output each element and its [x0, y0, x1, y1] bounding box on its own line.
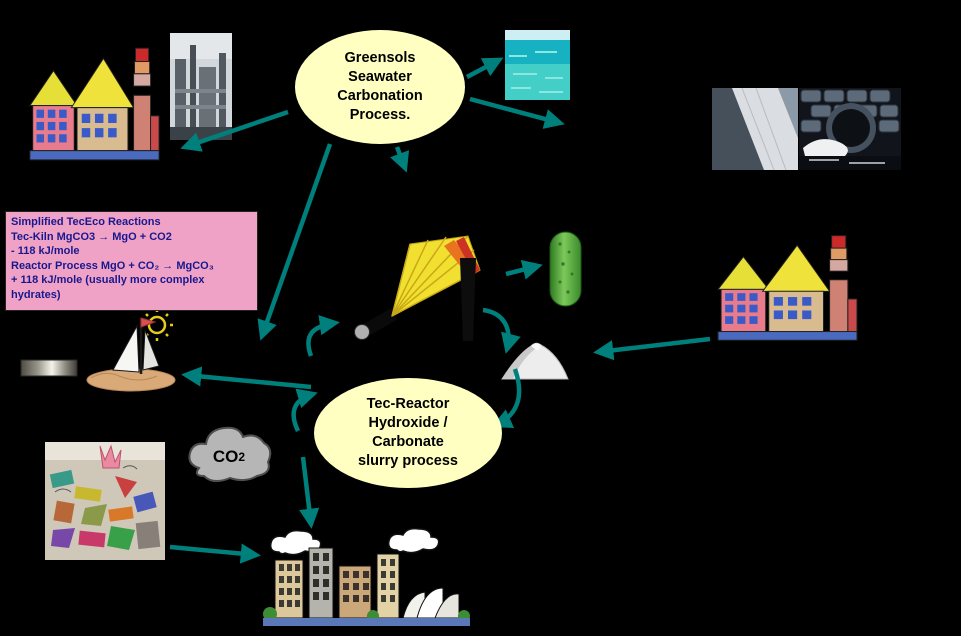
sailboat-illustration [85, 308, 180, 395]
powder-pile-illustration [500, 336, 570, 380]
tec-kiln-illustration [350, 228, 500, 345]
arrow-process-to-outfall [469, 96, 565, 129]
factory-left-illustration [28, 40, 160, 165]
arrow-factory-to-powder [593, 336, 711, 361]
node-label-line: Seawater [348, 69, 412, 86]
co2-text: CO [212, 446, 239, 466]
node-label-line: Hydroxide / [368, 415, 448, 432]
node-label-line: Carbonate [372, 434, 444, 450]
note-line: - 118 kJ/mole [11, 245, 80, 258]
co2-subscript: 2 [238, 449, 246, 464]
green-capsule-illustration [545, 230, 586, 308]
note-line: Reactor Process MgO + CO₂ → MgCO₃ [11, 259, 214, 272]
metal-ingot-illustration [20, 356, 78, 380]
factory-right-illustration [716, 228, 858, 345]
arrow-process-to-reactor-zone [257, 143, 333, 341]
arrow-reactor-to-cycle [291, 388, 318, 432]
tec-reactor-process-node: Tec-Reactor Hydroxide / Carbonate slurry… [314, 378, 502, 488]
reactions-note: Simplified TecEco Reactions Tec-Kiln MgC… [5, 211, 258, 311]
industrial-plant-photo [170, 33, 232, 140]
note-line: hydrates) [11, 288, 61, 301]
node-label-line: slurry process [358, 452, 458, 469]
tunnel-outfall-photo [799, 88, 901, 170]
node-label-line: Carbonation [337, 88, 423, 104]
dam-spillway-photo [712, 88, 798, 170]
arrow-kiln-to-capsule [505, 259, 543, 280]
note-line: Simplified TecEco Reactions [11, 216, 161, 228]
arrow-reactor-to-city [299, 456, 320, 529]
landfill-waste-illustration [45, 442, 165, 560]
arrow-process-to-kiln [390, 146, 410, 173]
arrow-cycle-left-up [306, 315, 340, 357]
note-line: + 118 kJ/mole (usually more complex [11, 274, 205, 287]
arrow-process-to-seawater [465, 57, 504, 79]
node-label-line: Process. [349, 106, 411, 123]
node-label-line: Tec-Reactor [366, 396, 450, 413]
city-skyline-illustration [263, 528, 470, 626]
seawater-photo [505, 30, 570, 100]
arrow-landfill-to-city [169, 543, 261, 564]
arrow-reactor-to-products [181, 366, 312, 390]
greensols-process-node: Greensols Seawater Carbonation Process. [295, 30, 465, 144]
node-label-line: Greensols [344, 50, 416, 67]
note-line: Tec-Kiln MgCO3 → MgO + CO2 [11, 230, 172, 243]
